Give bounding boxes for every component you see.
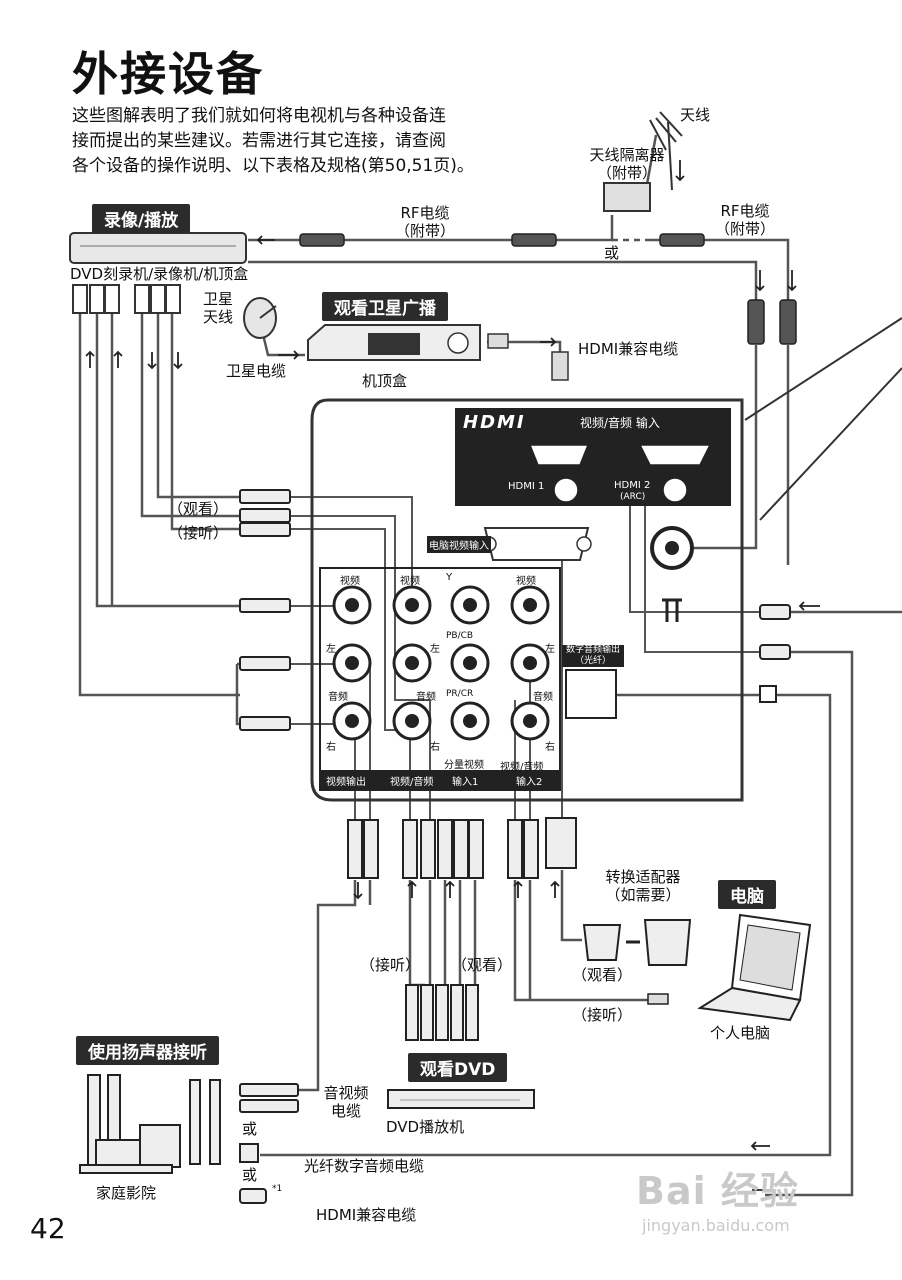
laptop-device bbox=[697, 913, 812, 1022]
pc-watch-label: （观看） bbox=[572, 966, 633, 984]
bottom-label-3: 输入1 bbox=[452, 777, 479, 788]
component-label: 分量视频 bbox=[444, 760, 484, 771]
stb-label: 机顶盒 bbox=[362, 372, 408, 390]
adapter-name: 转换适配器 bbox=[605, 868, 681, 886]
pc-input-port bbox=[483, 527, 590, 561]
pb-label: PB/CB bbox=[446, 631, 474, 641]
rf-cable-label-1: RF电缆 （附带） bbox=[380, 204, 470, 240]
section-record: 录像/播放 bbox=[92, 204, 191, 233]
bottom-label-5: 输入2 bbox=[516, 777, 543, 788]
dvd-recorder-label: DVD刻录机/录像机/机顶盒 bbox=[70, 265, 249, 283]
listen-label: （接听） bbox=[168, 524, 229, 542]
av-cable-line1: 音视频 bbox=[323, 1084, 369, 1102]
sat-dish-line1: 卫星 bbox=[202, 290, 233, 308]
tv-panel-frame bbox=[310, 398, 744, 802]
hdmi2-label: HDMI 2 bbox=[614, 480, 651, 491]
watch-label: （观看） bbox=[168, 500, 229, 518]
section-dvd: 观看DVD bbox=[408, 1053, 508, 1082]
bottom-label-1: 视频输出 bbox=[326, 777, 366, 788]
intro-line: 这些图解表明了我们就如何将电视机与各种设备连 bbox=[72, 106, 446, 126]
rf-cable-2-note: （附带） bbox=[714, 220, 775, 238]
home-theater-label: 家庭影院 bbox=[96, 1184, 157, 1202]
dvd-listen-label: （接听） bbox=[360, 956, 421, 974]
sat-dish-line2: 天线 bbox=[202, 308, 233, 326]
antenna-splitter bbox=[603, 182, 651, 212]
dvd-recorder-device bbox=[69, 232, 247, 264]
left1-label: 左 bbox=[326, 644, 336, 655]
av-cable-label: 音视频 电缆 bbox=[316, 1084, 376, 1120]
bottom-label-4: 视频/音频 bbox=[500, 762, 544, 773]
left3-label: 左 bbox=[545, 644, 555, 655]
dvd-watch-label: （观看） bbox=[452, 956, 513, 974]
antenna-label: 天线 bbox=[680, 106, 711, 124]
rf-cable-1-note: （附带） bbox=[394, 222, 455, 240]
section-pc: 电脑 bbox=[718, 880, 776, 909]
bottom-label-2: 视频/音频 bbox=[390, 777, 434, 788]
optical-cable-label: 光纤数字音频电缆 bbox=[304, 1157, 425, 1175]
right2-label: 右 bbox=[430, 742, 440, 753]
or-label-top: 或 bbox=[604, 244, 620, 262]
antenna-splitter-label: 天线隔离器 （附带） bbox=[577, 146, 677, 182]
hdmi-logo: HDMI bbox=[463, 412, 526, 433]
section-satellite: 观看卫星广播 bbox=[322, 292, 448, 321]
audio2-label: 音频 bbox=[416, 692, 436, 703]
satellite-dish-label: 卫星 天线 bbox=[198, 290, 238, 326]
intro-text: 这些图解表明了我们就如何将电视机与各种设备连 接而提出的某些建议。若需进行其它连… bbox=[72, 104, 572, 179]
optical-out-port bbox=[565, 669, 617, 719]
or-label-2: 或 bbox=[242, 1166, 258, 1184]
audio1-label: 音频 bbox=[328, 692, 348, 703]
intro-line: 各个设备的操作说明、以下表格及规格(第50,51页)。 bbox=[72, 156, 474, 176]
or-label-1: 或 bbox=[242, 1120, 258, 1138]
audio3-label: 音频 bbox=[533, 692, 553, 703]
page-number: 42 bbox=[30, 1212, 66, 1245]
dvd-player-label: DVD播放机 bbox=[386, 1118, 465, 1136]
satellite-dish bbox=[243, 297, 277, 339]
left2-label: 左 bbox=[430, 644, 440, 655]
home-theater-device bbox=[79, 1074, 221, 1174]
pc-input-label: 电脑视频输入 bbox=[427, 536, 491, 553]
antenna-splitter-name: 天线隔离器 bbox=[589, 146, 665, 164]
rf-cable-label-2: RF电缆 （附带） bbox=[700, 202, 790, 238]
watermark-brand: Bai 经验 bbox=[636, 1169, 799, 1213]
rf-cable-recorder-out bbox=[248, 260, 758, 300]
rf-cable-right bbox=[650, 238, 790, 300]
optical-out-line2: （光纤） bbox=[574, 656, 611, 666]
pc-label: 个人电脑 bbox=[710, 1024, 771, 1042]
dvd-player-device bbox=[387, 1089, 535, 1109]
sat-cable-label: 卫星电缆 bbox=[226, 362, 287, 380]
col3-y-label: Y bbox=[446, 572, 453, 583]
col4-video-label: 视频 bbox=[516, 576, 536, 587]
section-speaker: 使用扬声器接听 bbox=[76, 1036, 219, 1065]
col2-video-label: 视频 bbox=[400, 576, 420, 587]
intro-line: 接而提出的某些建议。若需进行其它连接，请查阅 bbox=[72, 131, 446, 151]
av-input-label: 视频/音频 输入 bbox=[580, 416, 660, 430]
page-title: 外接设备 bbox=[72, 47, 264, 101]
pc-listen-label: （接听） bbox=[572, 1006, 633, 1024]
watermark-url: jingyan.baidu.com bbox=[642, 1216, 790, 1235]
hdmi-cable-top-label: HDMI兼容电缆 bbox=[578, 340, 679, 358]
right3-label: 右 bbox=[545, 742, 555, 753]
rf-cable-1-name: RF电缆 bbox=[400, 204, 450, 222]
adapter-label: 转换适配器 （如需要） bbox=[598, 868, 688, 904]
col1-video-label: 视频 bbox=[340, 576, 360, 587]
antenna-device bbox=[649, 111, 683, 191]
optical-out-line1: 数字音频输出 bbox=[565, 645, 620, 655]
adapter-device bbox=[582, 919, 692, 966]
optical-out-label: 数字音频输出 （光纤） bbox=[562, 645, 624, 667]
hdmi1-label: HDMI 1 bbox=[508, 481, 545, 492]
set-top-box bbox=[307, 324, 481, 361]
hdmi-cable-bottom-label: HDMI兼容电缆 bbox=[316, 1206, 417, 1224]
arc-label: (ARC) bbox=[620, 492, 646, 502]
av-cable-line2: 电缆 bbox=[330, 1102, 361, 1120]
pr-label: PR/CR bbox=[446, 689, 474, 699]
right1-label: 右 bbox=[326, 742, 336, 753]
adapter-note: （如需要） bbox=[605, 886, 681, 904]
rf-cable-2-name: RF电缆 bbox=[720, 202, 770, 220]
antenna-splitter-note: （附带） bbox=[596, 164, 657, 182]
footnote-mark: *1 bbox=[272, 1184, 283, 1194]
